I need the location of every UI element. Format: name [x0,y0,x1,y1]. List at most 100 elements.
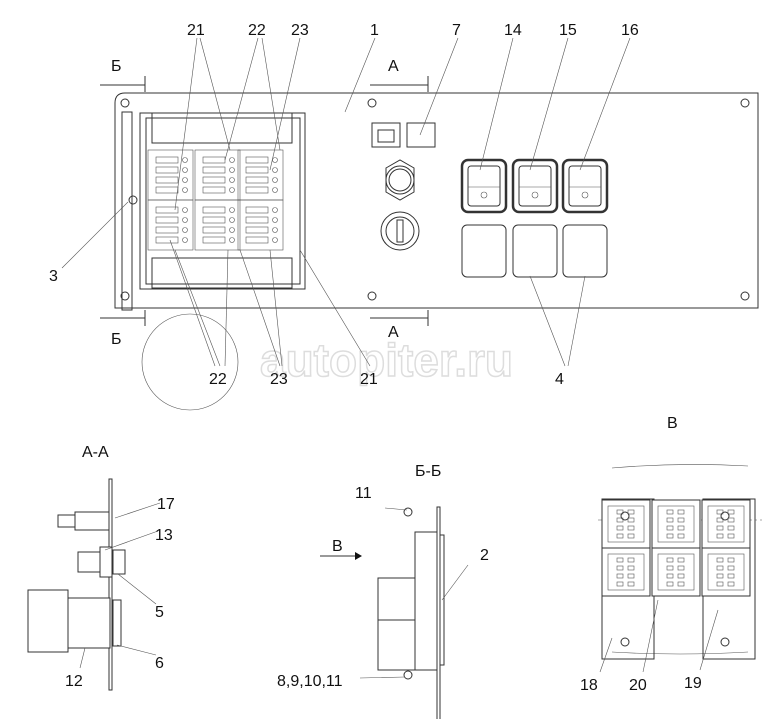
fuse [155,216,179,224]
fuse [245,236,269,244]
callout-17: 17 [157,496,175,513]
fuse [245,156,269,164]
callout-14: 14 [504,22,522,39]
callouts-top: 21 22 23 1 7 14 15 16 [187,22,639,39]
mounting-hole [740,291,750,301]
fuse [202,156,226,164]
callout-1: 1 [370,22,379,39]
section-marks: Б А Б А [100,58,429,348]
fuse [155,206,179,214]
watermark: autopiter.ru [141,313,514,411]
battery-icon [377,129,395,143]
fuse-module [147,149,194,201]
fuse [202,166,226,174]
fuse [245,216,269,224]
blank-indicator [406,122,436,148]
fuse-module [237,199,284,251]
light-rocker-switch [460,158,508,214]
relay [651,499,701,549]
relay [701,499,751,549]
fuse-block [121,111,306,311]
section-a-bottom: А [388,324,399,341]
view-b-b-title: Б-Б [415,463,441,480]
mounting-hole [720,511,730,521]
mounting-hole [740,98,750,108]
fuse [202,186,226,194]
fuse-module [194,199,241,251]
view-v-title: В [667,415,678,432]
callout-19: 19 [684,675,702,692]
pump-rocker-switch [511,158,559,214]
fuse [155,166,179,174]
callout-11: 11 [355,485,372,502]
blank-switch-plug [512,224,558,278]
section-b-top: Б [111,58,122,75]
view-a-a-title: А-А [82,444,109,461]
callout-16: 16 [621,22,639,39]
fuse [245,186,269,194]
svg-text:autopiter.ru: autopiter.ru [260,334,513,386]
fuse [202,226,226,234]
mounting-hole [720,637,730,647]
fuse [155,156,179,164]
view-b-b: Б-Б 11 В 2 8,9,10,11 [277,463,489,719]
callout-22: 22 [248,22,266,39]
callout-5: 5 [155,604,164,621]
callout-8-9-10-11: 8,9,10,11 [277,673,343,690]
callout-23-bottom: 23 [270,371,288,388]
section-b-bottom: Б [111,331,122,348]
view-v-arrow-label: В [332,538,343,555]
fuse [245,206,269,214]
relay [701,547,751,597]
fuse [155,186,179,194]
wrench-rocker-switch [561,158,609,214]
fuse-module [237,149,284,201]
callout-2: 2 [480,547,489,564]
callout-21-bottom: 21 [360,371,378,388]
relay [601,547,651,597]
relay [601,499,651,549]
callout-7: 7 [452,22,461,39]
view-a-a: А-А 17 13 5 6 12 [27,444,175,691]
mounting-hole [367,291,377,301]
fuse [202,206,226,214]
fuse [155,226,179,234]
fuse-module [194,149,241,201]
callout-4: 4 [555,371,564,388]
key-switch [380,211,420,251]
mounting-hole [620,511,630,521]
fuse [202,216,226,224]
battery-indicator [371,122,401,148]
mounting-hole [120,291,130,301]
callout-6: 6 [155,655,164,672]
blank-switch-plug [562,224,608,278]
fuse [245,176,269,184]
blank-switch-plug [461,224,507,278]
callout-12: 12 [65,673,83,690]
callout-20: 20 [629,677,647,694]
callout-13: 13 [155,527,173,544]
fuse [155,176,179,184]
view-v: В 18 20 19 [580,415,762,694]
callout-23: 23 [291,22,309,39]
callout-15: 15 [559,22,577,39]
callout-22-bottom: 22 [209,371,227,388]
mounting-hole [367,98,377,108]
callout-3: 3 [49,268,58,285]
section-a-top: А [388,58,399,75]
push-button [385,159,415,201]
callout-18: 18 [580,677,598,694]
callout-21: 21 [187,22,205,39]
fuse [245,166,269,174]
main-panel [114,92,759,311]
fuse [155,236,179,244]
relay [651,547,701,597]
fuse-module [147,199,194,251]
fuse [202,236,226,244]
mounting-hole [620,637,630,647]
fuse [202,176,226,184]
leader-lines [61,37,631,367]
fuse [245,226,269,234]
mounting-hole [120,98,130,108]
